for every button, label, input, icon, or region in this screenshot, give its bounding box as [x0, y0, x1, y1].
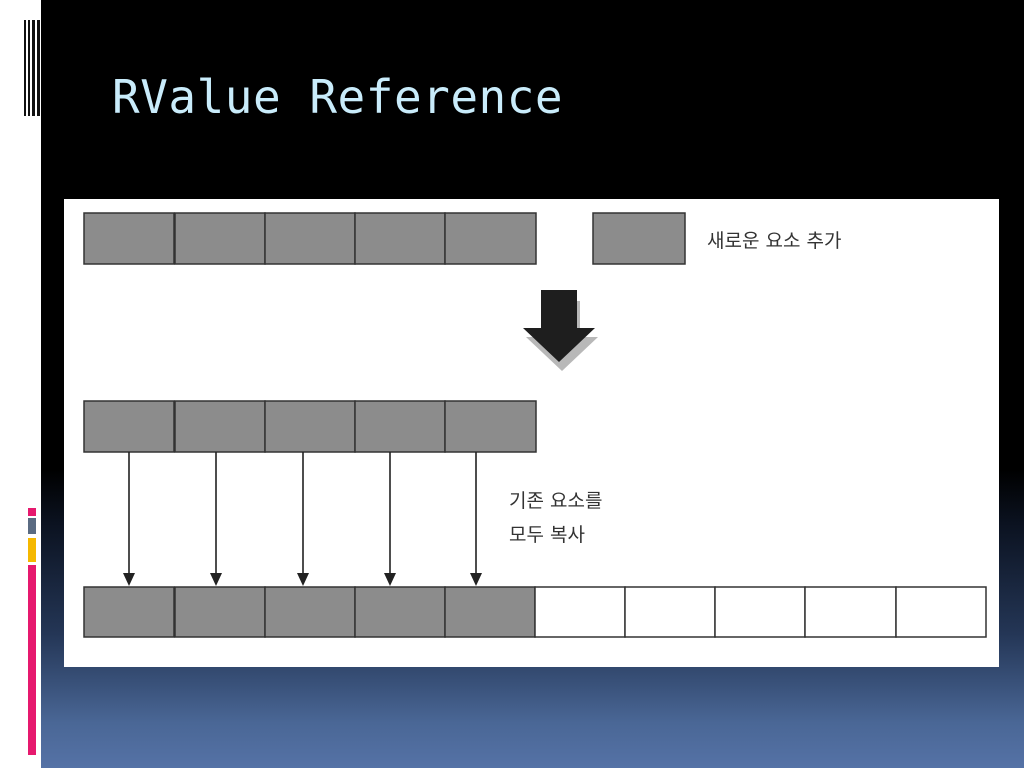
copy-arrowhead — [210, 573, 222, 586]
middle-cell — [444, 400, 537, 453]
copy-label-line1: 기존 요소를 — [509, 490, 602, 512]
middle-cell — [174, 400, 266, 453]
bottom-empty-cell — [534, 586, 626, 638]
copy-arrowhead — [123, 573, 135, 586]
bottom-filled-cell — [174, 586, 266, 638]
middle-cell — [264, 400, 356, 453]
bottom-empty-cell — [714, 586, 806, 638]
bottom-filled-cell — [83, 586, 175, 638]
vector-reallocation-figure: 새로운 요소 추가 기존 요소를 모두 — [64, 199, 999, 667]
middle-cell — [83, 400, 175, 453]
bottom-row-copied-elements — [83, 586, 536, 638]
accent-pink-long — [28, 565, 36, 755]
bottom-empty-cell — [895, 586, 987, 638]
bottom-row-empty-slots — [534, 586, 987, 638]
new-element-cell — [592, 212, 686, 265]
copy-arrowhead — [384, 573, 396, 586]
top-cell — [354, 212, 446, 265]
top-cell — [83, 212, 175, 265]
top-cell — [174, 212, 266, 265]
accent-gray — [28, 518, 36, 534]
middle-cell — [354, 400, 446, 453]
copy-arrowhead — [470, 573, 482, 586]
top-cell — [444, 212, 537, 265]
left-decoration-strip — [0, 0, 41, 768]
top-cell — [264, 212, 356, 265]
accent-yellow — [28, 538, 36, 562]
accent-pink-top — [28, 508, 36, 516]
bottom-filled-cell — [444, 586, 536, 638]
bottom-filled-cell — [354, 586, 446, 638]
new-element-label: 새로운 요소 추가 — [707, 230, 841, 252]
down-arrow-icon — [523, 290, 598, 371]
bottom-empty-cell — [624, 586, 716, 638]
middle-row-elements — [83, 400, 537, 453]
copy-label-line2: 모두 복사 — [509, 524, 585, 546]
copy-arrows — [123, 452, 482, 586]
bottom-empty-cell — [804, 586, 897, 638]
copy-arrowhead — [297, 573, 309, 586]
top-row-elements — [83, 212, 537, 265]
bottom-filled-cell — [264, 586, 356, 638]
slide-title: RValue Reference — [112, 70, 564, 124]
